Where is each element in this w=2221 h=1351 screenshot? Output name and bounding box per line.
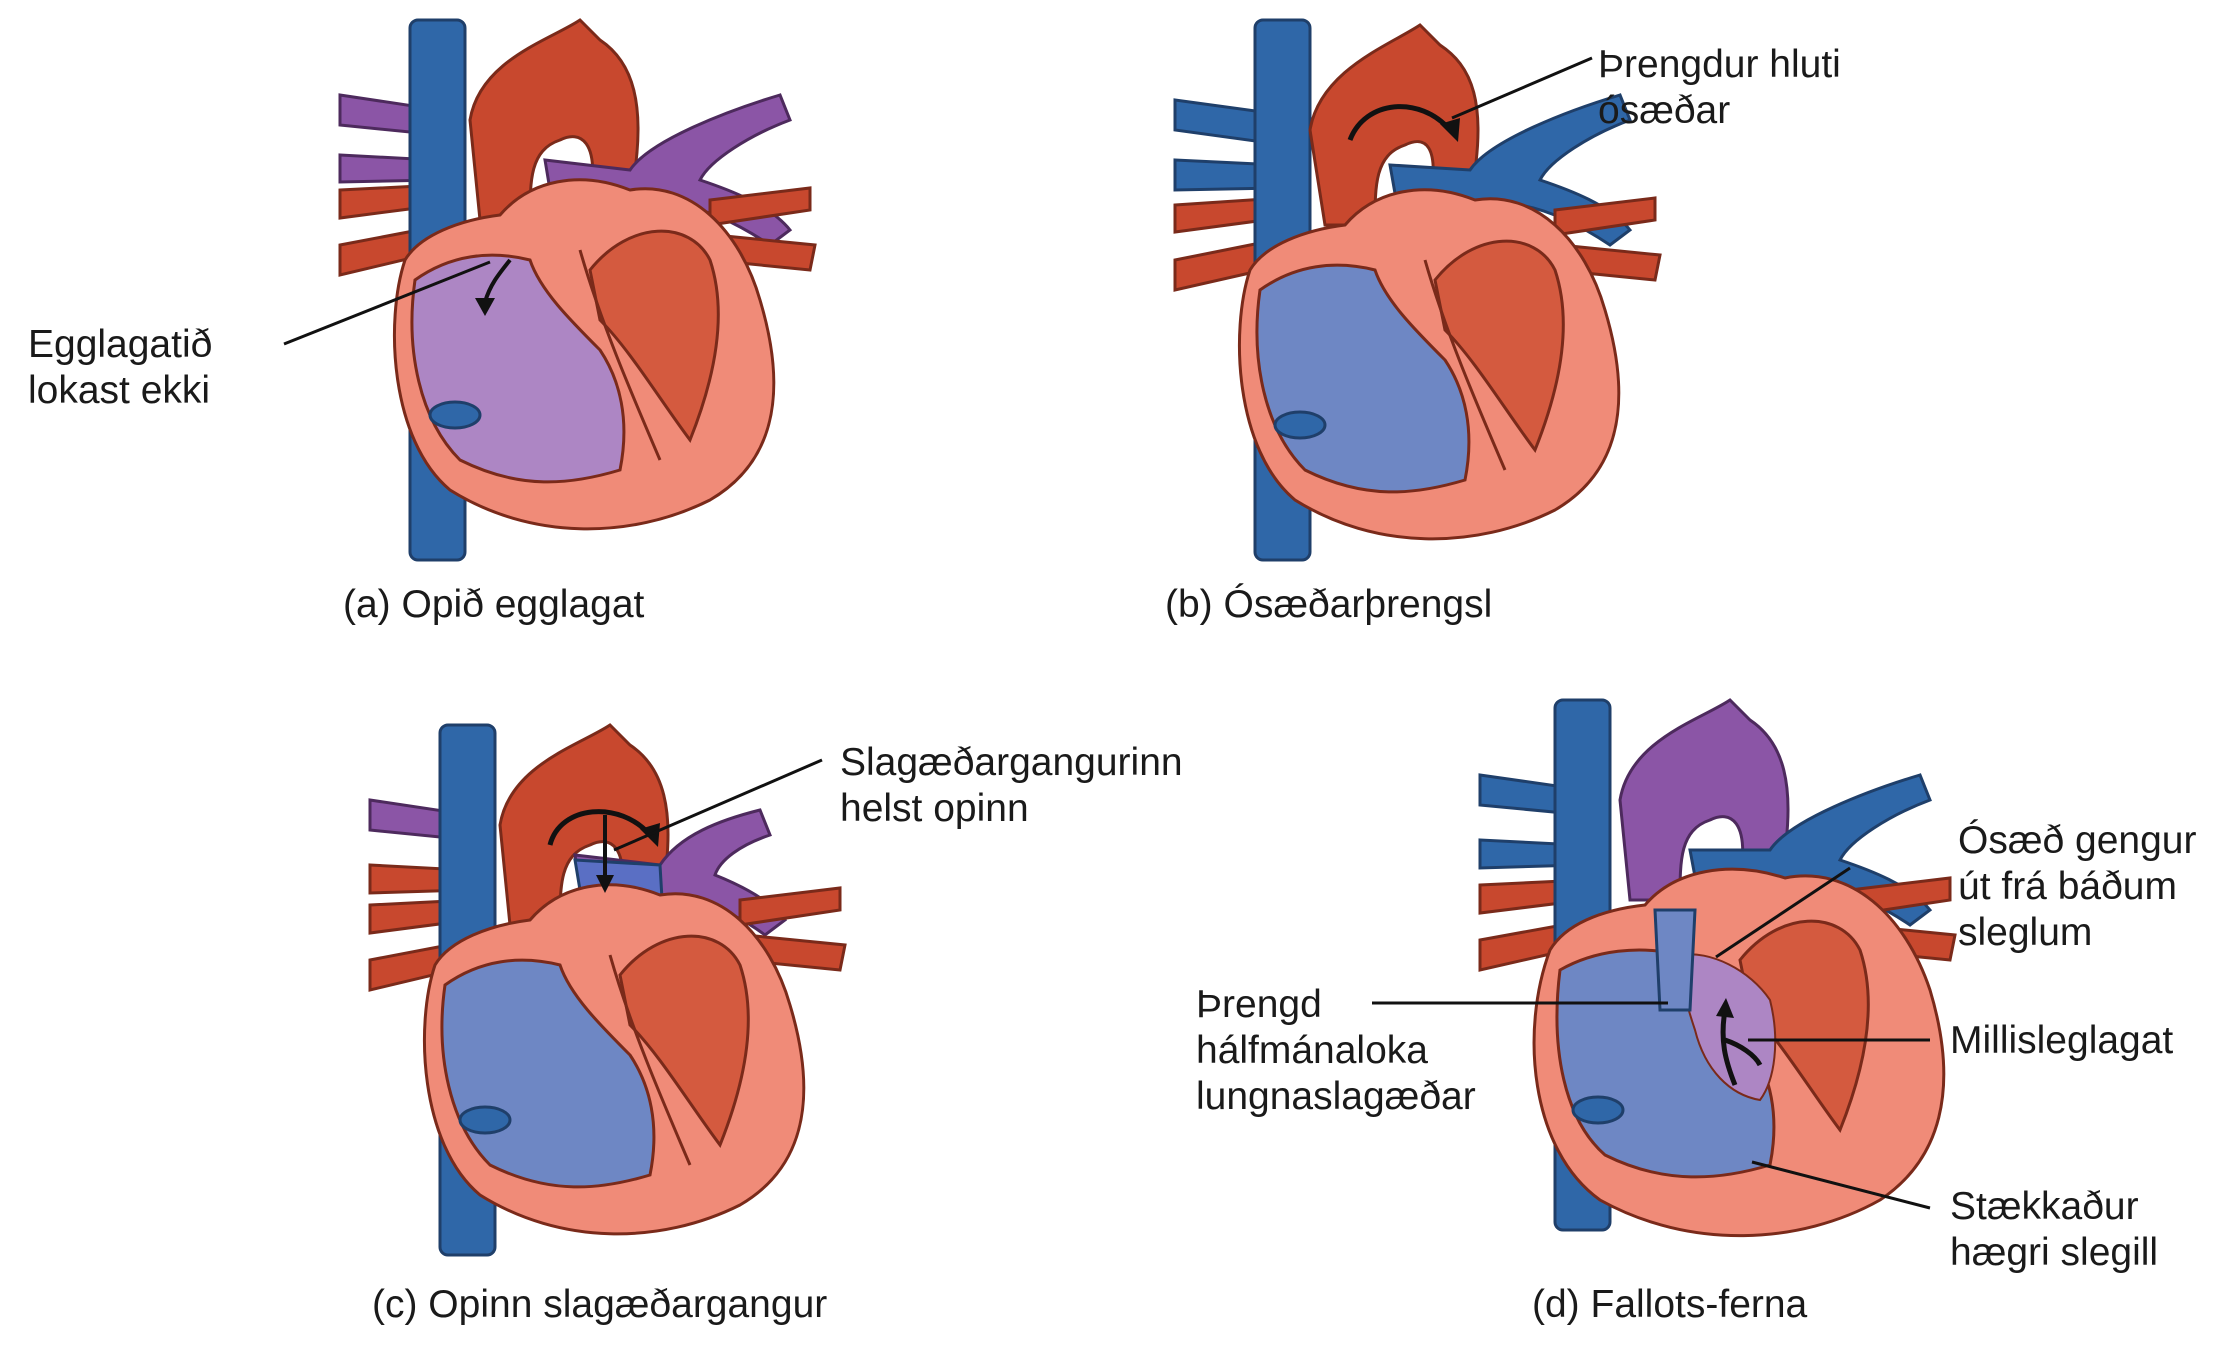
panel-c-leader-line	[613, 758, 823, 852]
panel-d-leader-line-ventricle	[1751, 1160, 1931, 1210]
caption-text: (c) Opinn slagæðargangur	[372, 1283, 828, 1326]
panel-b-leader-line	[1451, 56, 1593, 120]
label-line: Stækkaður	[1950, 1185, 2139, 1228]
panel-c-heart	[368, 723, 847, 1257]
caption-text: (a) Opið egglagat	[343, 583, 645, 626]
panel-d-heart	[1478, 698, 1957, 1238]
label-vsd: Millisleglagat	[1950, 1018, 2173, 1064]
caption-text: (d) Fallots-ferna	[1532, 1283, 1808, 1326]
label-enlarged-ventricle: Stækkaður hægri slegill	[1950, 1184, 2158, 1276]
label-line: Slagæðargangurinn	[840, 741, 1183, 784]
label-coarctation: Þrengdur hluti ósæðar	[1598, 42, 1841, 134]
label-line: helst opinn	[840, 787, 1029, 830]
panel-a-heart	[338, 18, 817, 562]
caption-panel-b: (b) Ósæðarþrengsl	[1165, 582, 1492, 628]
panel-d-leader-line-aorta	[1715, 866, 1851, 959]
label-line: Ósæð gengur	[1958, 819, 2197, 862]
label-line: Þrengdur hluti	[1598, 43, 1841, 86]
caption-panel-d: (d) Fallots-ferna	[1532, 1282, 1807, 1328]
label-ductus: Slagæðargangurinn helst opinn	[840, 740, 1183, 832]
panel-a-leader-line	[283, 260, 491, 346]
label-line: Þrengd	[1196, 983, 1322, 1026]
label-overriding-aorta: Ósæð gengur út frá báðum sleglum	[1958, 818, 2196, 956]
label-line: lokast ekki	[28, 369, 211, 412]
label-line: hægri slegill	[1950, 1231, 2159, 1274]
caption-text: (b) Ósæðarþrengsl	[1165, 583, 1493, 626]
label-line: sleglum	[1958, 911, 2093, 954]
label-foramen-ovale: Egglagatið lokast ekki	[28, 322, 212, 414]
label-line: lungnaslagæðar	[1196, 1075, 1476, 1118]
label-pulmonary-stenosis: Þrengd hálfmánaloka lungnaslagæðar	[1196, 982, 1476, 1120]
label-line: út frá báðum	[1958, 865, 2177, 908]
caption-panel-a: (a) Opið egglagat	[343, 582, 644, 628]
label-line: Millisleglagat	[1950, 1019, 2174, 1062]
caption-panel-c: (c) Opinn slagæðargangur	[372, 1282, 827, 1328]
label-line: Egglagatið	[28, 323, 213, 366]
label-line: hálfmánaloka	[1196, 1029, 1428, 1072]
label-line: ósæðar	[1598, 89, 1731, 132]
panel-b-heart	[1173, 18, 1662, 562]
